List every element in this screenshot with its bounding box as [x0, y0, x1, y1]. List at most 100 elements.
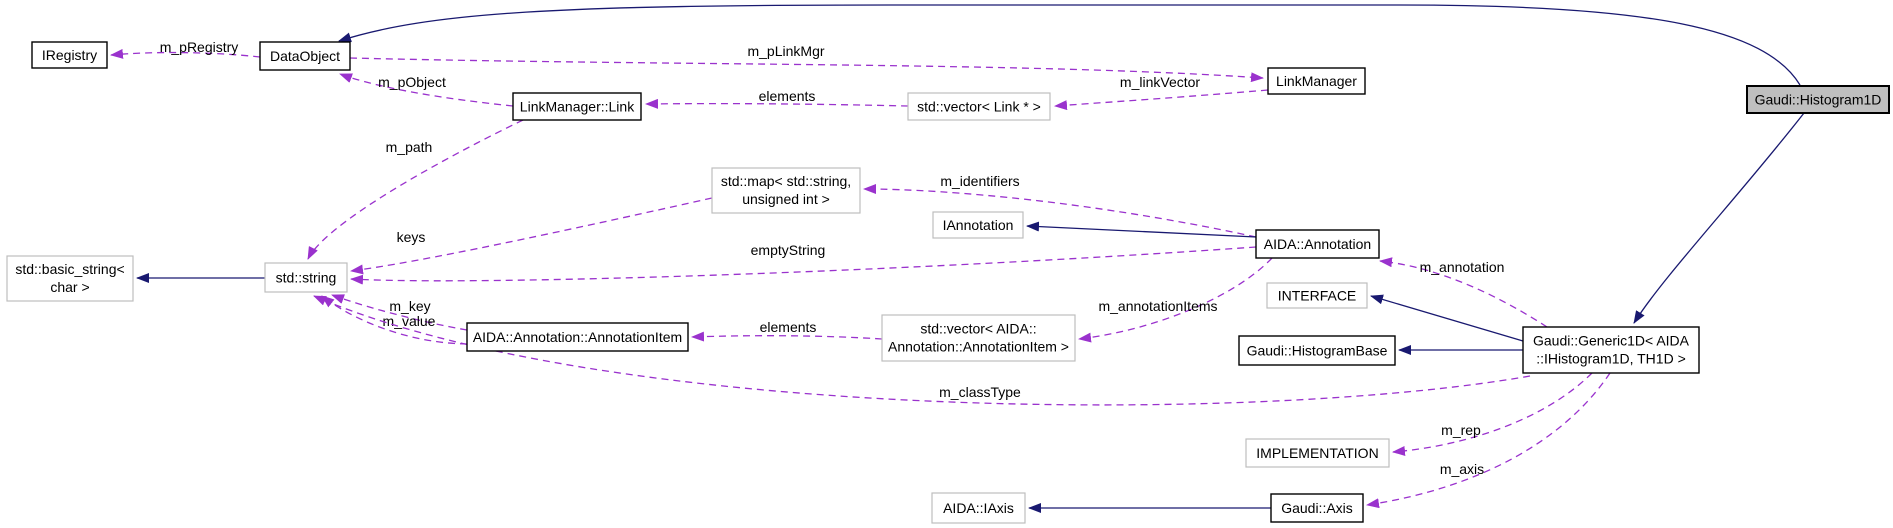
edge-elements [645, 98, 909, 109]
node-label-interface-0: INTERFACE [1278, 288, 1357, 304]
edge-m_annotation [1379, 257, 1548, 328]
node-vector-annotationitem[interactable]: std::vector< AIDA::Annotation::Annotatio… [881, 314, 1076, 362]
node-box-histogrambase[interactable] [1238, 335, 1396, 366]
node-box-iregistry[interactable] [31, 41, 108, 69]
node-box-vector-link[interactable] [907, 92, 1051, 121]
node-dataobject[interactable]: DataObject [259, 41, 351, 71]
edge-label-m_annotation: m_annotation [1420, 259, 1505, 275]
node-box-vector-annotationitem[interactable] [881, 314, 1076, 362]
node-box-generic1d[interactable] [1522, 326, 1700, 374]
edge-m_linkVector [1054, 89, 1269, 111]
edge-label-emptyString: emptyString [751, 242, 826, 258]
node-label-iannotation-0: IAnnotation [943, 217, 1014, 233]
node-label-histogrambase-0: Gaudi::HistogramBase [1247, 343, 1388, 359]
node-generic1d[interactable]: Gaudi::Generic1D< AIDA::IHistogram1D, TH… [1522, 326, 1700, 374]
edge-label-m_pRegistry: m_pRegistry [160, 39, 239, 55]
node-label-basic-string-0: std::basic_string< [15, 261, 124, 277]
edge-label-m_path: m_path [386, 139, 433, 155]
edge-m_classType [313, 295, 1531, 406]
node-box-aida-annotation[interactable] [1255, 229, 1380, 259]
node-box-histogram1d[interactable] [1746, 85, 1890, 114]
edge-histogram1d-to-dataobject [338, 4, 1801, 86]
edge-m_pRegistry [110, 48, 261, 59]
node-label-basic-string-1: char > [50, 279, 89, 295]
edge-elements [691, 331, 883, 342]
node-label-generic1d-1: ::IHistogram1D, TH1D > [1536, 351, 1686, 367]
node-label-vector-link-0: std::vector< Link * > [917, 99, 1041, 115]
node-label-iregistry-0: IRegistry [42, 47, 97, 63]
edge-m_value [321, 295, 468, 345]
edge-m_identifiers [863, 184, 1257, 238]
edge-label-elements: elements [760, 319, 817, 335]
edge-label-m_axis: m_axis [1440, 461, 1484, 477]
edge-label-m_classType: m_classType [939, 384, 1021, 400]
node-aida-iaxis[interactable]: AIDA::IAxis [931, 492, 1026, 524]
node-box-interface[interactable] [1266, 282, 1368, 309]
node-label-aida-annotation-0: AIDA::Annotation [1264, 236, 1371, 252]
node-box-gaudi-axis[interactable] [1270, 493, 1364, 523]
edge-label-keys: keys [397, 229, 426, 245]
node-box-iannotation[interactable] [932, 211, 1024, 239]
node-histogrambase[interactable]: Gaudi::HistogramBase [1238, 335, 1396, 366]
node-label-gaudi-axis-0: Gaudi::Axis [1281, 500, 1353, 516]
node-gaudi-axis[interactable]: Gaudi::Axis [1270, 493, 1364, 523]
node-iannotation[interactable]: IAnnotation [932, 211, 1024, 239]
edge-label-m_linkVector: m_linkVector [1120, 74, 1200, 90]
edge-keys [350, 197, 713, 275]
edge-histogram1d-to-generic1d [1633, 112, 1805, 324]
node-box-annotationitem[interactable] [466, 322, 689, 352]
node-label-linkmanager-link-0: LinkManager::Link [520, 99, 635, 115]
node-label-std-string-0: std::string [276, 270, 337, 286]
edge-aida-annotation-to-iannotation [1026, 221, 1257, 238]
edge-emptyString [350, 246, 1257, 285]
node-label-vector-annotationitem-0: std::vector< AIDA:: [920, 321, 1036, 337]
edge-label-m_identifiers: m_identifiers [940, 173, 1019, 189]
node-basic-string[interactable]: std::basic_string<char > [6, 255, 134, 302]
edge-m_axis [1366, 372, 1611, 509]
node-linkmanager-link[interactable]: LinkManager::Link [512, 92, 642, 121]
node-interface[interactable]: INTERFACE [1266, 282, 1368, 309]
node-label-map-string-uint-0: std::map< std::string, [721, 173, 851, 189]
node-std-string[interactable]: std::string [264, 262, 348, 293]
edge-m_path [307, 119, 524, 260]
node-label-map-string-uint-1: unsigned int > [742, 191, 830, 207]
node-histogram1d[interactable]: Gaudi::Histogram1D [1746, 85, 1890, 114]
edge-label-elements: elements [759, 88, 816, 104]
edge-label-m_value: m_value [383, 313, 436, 329]
edge-label-m_annotationItems: m_annotationItems [1098, 298, 1217, 314]
edge-label-m_rep: m_rep [1441, 422, 1481, 438]
node-box-implementation[interactable] [1245, 438, 1390, 468]
edge-m_key [331, 294, 468, 331]
node-annotationitem[interactable]: AIDA::Annotation::AnnotationItem [466, 322, 689, 352]
node-box-map-string-uint[interactable] [711, 167, 861, 214]
node-implementation[interactable]: IMPLEMENTATION [1245, 438, 1390, 468]
node-vector-link[interactable]: std::vector< Link * > [907, 92, 1051, 121]
edge-m_rep [1392, 372, 1593, 456]
node-aida-annotation[interactable]: AIDA::Annotation [1255, 229, 1380, 259]
node-label-implementation-0: IMPLEMENTATION [1256, 445, 1378, 461]
node-label-annotationitem-0: AIDA::Annotation::AnnotationItem [473, 329, 682, 345]
node-map-string-uint[interactable]: std::map< std::string,unsigned int > [711, 167, 861, 214]
node-box-dataobject[interactable] [259, 41, 351, 71]
node-iregistry[interactable]: IRegistry [31, 41, 108, 69]
node-box-linkmanager-link[interactable] [512, 92, 642, 121]
edge-m_annotationItems [1078, 257, 1273, 343]
node-label-generic1d-0: Gaudi::Generic1D< AIDA [1533, 333, 1690, 349]
edge-label-m_pLinkMgr: m_pLinkMgr [747, 43, 824, 59]
node-label-linkmanager-0: LinkManager [1276, 73, 1357, 89]
node-box-std-string[interactable] [264, 262, 348, 293]
edge-generic1d-to-interface [1370, 294, 1524, 342]
node-label-aida-iaxis-0: AIDA::IAxis [943, 500, 1014, 516]
node-label-histogram1d-0: Gaudi::Histogram1D [1755, 92, 1882, 108]
node-box-linkmanager[interactable] [1267, 67, 1366, 95]
edge-label-m_key: m_key [389, 298, 430, 314]
node-label-vector-annotationitem-1: Annotation::AnnotationItem > [888, 339, 1069, 355]
node-box-aida-iaxis[interactable] [931, 492, 1026, 524]
node-linkmanager[interactable]: LinkManager [1267, 67, 1366, 95]
edge-label-m_pObject: m_pObject [378, 74, 446, 90]
node-box-basic-string[interactable] [6, 255, 134, 302]
edge-m_pObject [339, 73, 514, 107]
node-label-dataobject-0: DataObject [270, 48, 340, 64]
